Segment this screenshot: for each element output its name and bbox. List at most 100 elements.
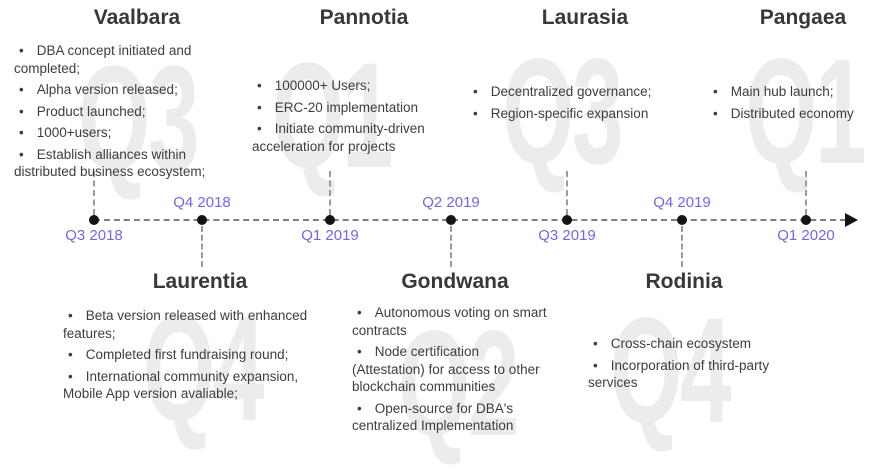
watermark-quarter: Q1	[272, 31, 394, 199]
timeline-date-label: Q4 2019	[653, 194, 711, 211]
list-item: • Alpha version released;	[14, 81, 251, 99]
timeline-date-label: Q1 2020	[777, 227, 835, 244]
bullet-icon: •	[19, 103, 24, 119]
era-title-laurasia: Laurasia	[541, 6, 629, 29]
bullet-icon: •	[68, 368, 73, 384]
list-item-text: Decentralized governance;	[490, 84, 652, 99]
bullet-icon: •	[357, 344, 362, 359]
list-item-text: Product launched;	[36, 103, 146, 119]
bullet-icon: •	[68, 347, 73, 362]
list-item-text: Incorporation of third-party services	[588, 357, 770, 391]
timeline-dot	[89, 215, 99, 225]
era-bullets-rodinia: •Cross-chain ecosystem •Incorporation of…	[588, 335, 780, 396]
timeline-date-label: Q3 2019	[538, 227, 596, 244]
bullet-icon: •	[357, 305, 362, 320]
watermark-quarter: Q4	[610, 286, 732, 454]
bullet-icon: •	[357, 400, 362, 416]
list-item: •100000+ Users;	[252, 77, 465, 95]
list-item: •DBA concept initiated and completed;	[14, 42, 251, 77]
list-item-text: Cross-chain ecosystem	[610, 336, 752, 351]
list-item-text: Beta version released with enhanced feat…	[63, 308, 308, 341]
list-item-text: Region-specific expansion	[490, 105, 649, 121]
list-item-text: Completed first fundraising round;	[85, 347, 289, 362]
bullet-icon: •	[19, 125, 24, 140]
timeline-dot	[801, 215, 811, 225]
timeline-dot	[677, 215, 687, 225]
timeline-date-label: Q2 2019	[422, 194, 480, 211]
bullet-icon: •	[257, 121, 262, 136]
list-item-text: Establish alliances within distributed b…	[14, 146, 206, 180]
connector-line	[450, 226, 452, 267]
timeline-dot	[562, 215, 572, 225]
list-item-text: DBA concept initiated and completed;	[14, 43, 192, 76]
list-item: •Open-source for DBA's centralized Imple…	[352, 400, 548, 435]
list-item: • ERC-20 implementation	[252, 99, 465, 117]
list-item: •Initiate community-driven acceleration …	[252, 120, 465, 155]
connector-line	[329, 171, 331, 215]
era-bullets-vaalbara: •DBA concept initiated and completed; •A…	[14, 42, 251, 185]
arrow-right-icon	[845, 213, 858, 227]
list-item-text: Alpha version released;	[36, 82, 178, 97]
era-bullets-pannotia: •100000+ Users; • ERC-20 implementation •…	[252, 77, 465, 159]
era-title-vaalbara: Vaalbara	[93, 6, 181, 29]
list-item-text: 1000+users;	[36, 125, 112, 140]
bullet-icon: •	[257, 99, 262, 115]
era-title-rodinia: Rodinia	[645, 270, 723, 293]
era-bullets-laurasia: • Decentralized governance; • Region-speci…	[468, 83, 684, 126]
bullet-icon: •	[19, 43, 24, 58]
bullet-icon: •	[473, 84, 478, 99]
list-item-text: Open-source for DBA's centralized Implem…	[352, 400, 514, 434]
timeline-date-label: Q1 2019	[301, 227, 359, 244]
watermark-quarter: Q3	[78, 34, 200, 202]
list-item: • Distributed economy	[708, 105, 894, 123]
era-title-pannotia: Pannotia	[319, 6, 409, 29]
timeline-dot	[197, 215, 207, 225]
watermark-quarter: Q3	[502, 27, 624, 195]
list-item-text: International community expansion, Mobil…	[63, 368, 299, 402]
bullet-icon: •	[68, 308, 73, 323]
list-item-text: ERC-20 implementation	[274, 99, 419, 115]
list-item: • Main hub launch;	[708, 83, 894, 101]
bullet-icon: •	[593, 336, 598, 351]
list-item-text: Initiate community-driven acceleration f…	[252, 121, 425, 154]
era-title-gondwana: Gondwana	[401, 270, 509, 293]
list-item: •Incorporation of third-party services	[588, 357, 780, 392]
bullet-icon: •	[257, 78, 262, 93]
list-item-text: Distributed economy	[730, 105, 854, 121]
list-item: • Completed first fundraising round;	[63, 346, 321, 364]
bullet-icon: •	[713, 84, 718, 99]
list-item: • Region-specific expansion	[468, 105, 684, 123]
bullet-icon: •	[713, 105, 718, 121]
list-item: • Product launched;	[14, 103, 251, 121]
connector-line	[805, 171, 807, 215]
era-bullets-gondwana: •Autonomous voting on smart contracts •N…	[352, 304, 548, 439]
era-title-laurentia: Laurentia	[152, 270, 248, 293]
bullet-icon: •	[593, 357, 598, 373]
list-item: •Autonomous voting on smart contracts	[352, 304, 548, 339]
era-title-pangaea: Pangaea	[759, 6, 847, 29]
connector-line	[566, 171, 568, 215]
era-bullets-laurentia: •Beta version released with enhanced fea…	[63, 307, 321, 407]
watermark-quarter: Q4	[143, 284, 265, 452]
list-item: •Establish alliances within distributed …	[14, 146, 251, 181]
list-item-text: Main hub launch;	[730, 84, 834, 99]
list-item-text: Autonomous voting on smart contracts	[352, 305, 547, 338]
timeline-date-label: Q3 2018	[65, 227, 123, 244]
bullet-icon: •	[19, 146, 24, 162]
timeline-dot	[325, 215, 335, 225]
list-item: •International community expansion, Mobi…	[63, 368, 321, 403]
list-item: •Beta version released with enhanced fea…	[63, 307, 321, 342]
bullet-icon: •	[19, 82, 24, 97]
era-bullets-pangaea: • Main hub launch; • Distributed economy	[708, 83, 894, 126]
watermark-quarter: Q2	[398, 299, 520, 467]
connector-line	[201, 226, 203, 267]
timeline-dot	[446, 215, 456, 225]
bullet-icon: •	[473, 105, 478, 121]
connector-line	[681, 226, 683, 267]
list-item: •Node certification (Attestation) for ac…	[352, 343, 548, 396]
timeline-axis	[94, 219, 846, 221]
list-item: • Decentralized governance;	[468, 83, 684, 101]
timeline-date-label: Q4 2018	[173, 194, 231, 211]
watermark-quarter: Q1	[745, 27, 867, 195]
